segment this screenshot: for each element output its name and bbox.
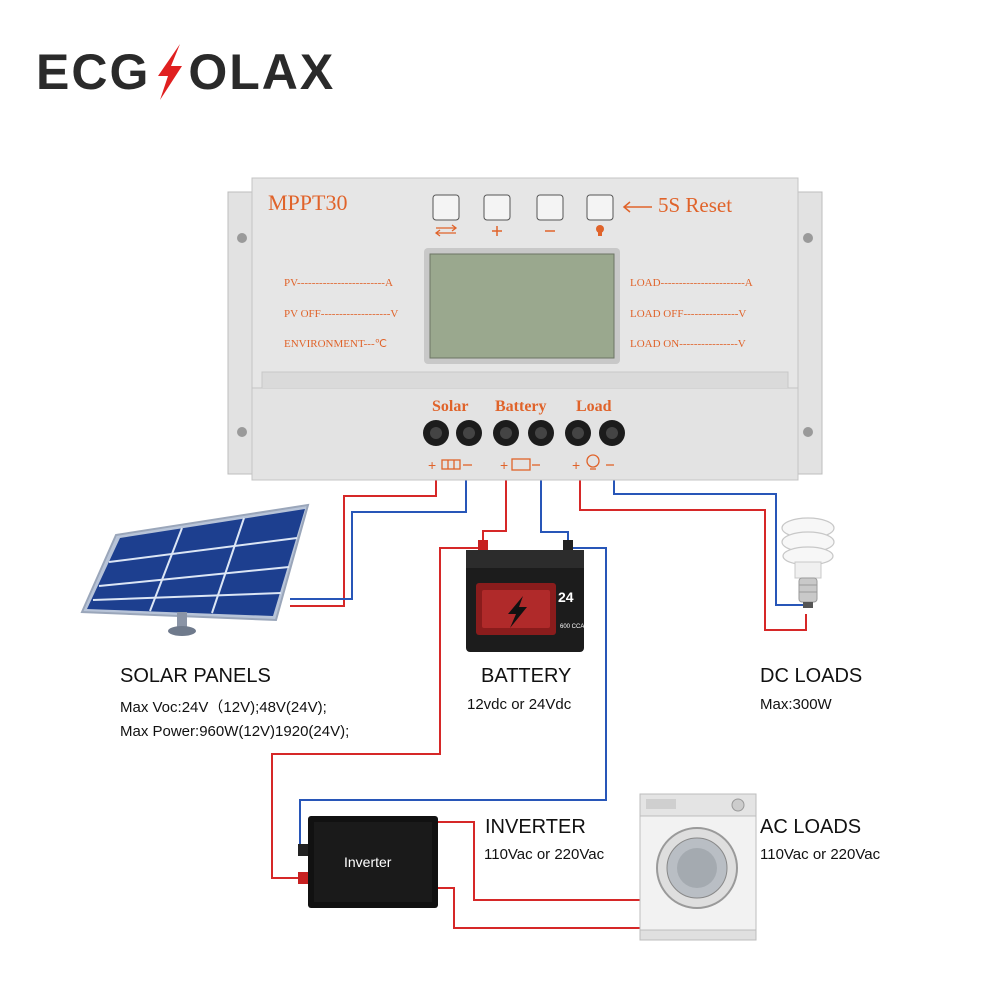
svg-text:+: + <box>572 457 580 473</box>
battery-symbol-icon <box>511 458 531 471</box>
battery-voltage-spec: 12vdc or 24Vdc <box>467 696 572 713</box>
battery-negative-wire <box>540 475 569 543</box>
model-label: MPPT30 <box>268 190 347 215</box>
solar-panel-illustration <box>80 503 310 636</box>
svg-text:+: + <box>500 457 508 473</box>
solar-positive-wire <box>290 475 437 607</box>
battery-terminal-neg <box>563 540 573 552</box>
wires <box>271 475 807 929</box>
solar-negative-wire <box>290 475 467 600</box>
brand-text-part1: ECG <box>36 44 151 100</box>
mppt-controller: MPPT30 5S Reset PV----------------------… <box>227 177 823 481</box>
battery-illustration: 24 600 CCA <box>466 540 584 652</box>
dc-loads-title: DC LOADS <box>760 665 863 687</box>
param-pv: PV------------------------A <box>284 277 393 289</box>
terminal-screws <box>423 420 625 446</box>
solar-panel-icon <box>441 459 461 470</box>
lightning-bolt-icon <box>158 44 183 100</box>
inverter-device-label: Inverter <box>344 854 392 870</box>
plus-button[interactable] <box>483 194 511 221</box>
terminal-label-load: Load <box>576 398 612 415</box>
solar-panel-pole <box>177 612 187 630</box>
washer-knob <box>731 798 745 812</box>
inverter-illustration: Inverter <box>298 816 438 908</box>
battery-title: BATTERY <box>481 665 572 687</box>
ac-wire-2 <box>436 887 640 929</box>
washing-machine-illustration <box>639 793 757 941</box>
reset-label: 5S Reset <box>658 193 732 217</box>
lamp-symbol-icon <box>586 454 600 468</box>
light-button[interactable] <box>586 194 614 221</box>
menu-arrows-icon <box>434 224 458 237</box>
mount-hole <box>237 233 247 243</box>
solar-panels-title: SOLAR PANELS <box>120 665 271 687</box>
bulb-neck <box>794 561 822 579</box>
solar-power-spec: Max Power:960W(12V)1920(24V); <box>120 723 350 740</box>
battery-positive-wire <box>482 475 507 543</box>
solar-voc-spec: Max Voc:24V（12V);48V(24V); <box>120 699 327 716</box>
battery-terminal-pos <box>478 540 488 552</box>
solar-panel-base <box>168 626 196 636</box>
load-positive-wire <box>579 475 807 631</box>
inverter-positive-wire <box>271 547 483 879</box>
param-load-off: LOAD OFF---------------V <box>630 308 746 320</box>
cfl-bulb-illustration <box>781 517 835 608</box>
ac-loads-title: AC LOADS <box>760 816 862 838</box>
minus-button[interactable] <box>536 194 564 221</box>
ac-loads-spec: 110Vac or 220Vac <box>760 846 881 863</box>
plus-icon <box>492 226 502 236</box>
battery-cca: 600 CCA <box>560 624 584 630</box>
mount-hole <box>237 427 247 437</box>
bulb-icon <box>596 225 604 236</box>
inverter-title: INVERTER <box>485 816 586 838</box>
dc-loads-spec: Max:300W <box>760 696 832 713</box>
battery-badge: 24 <box>558 589 574 605</box>
menu-button[interactable] <box>432 194 460 221</box>
brand-logo: ECG OLAX <box>36 44 335 100</box>
param-load-on: LOAD ON----------------V <box>630 338 746 350</box>
battery-lightning-icon <box>508 596 527 628</box>
param-environment: ENVIRONMENT---℃ <box>284 338 387 350</box>
lcd-screen <box>429 253 615 359</box>
terminal-label-solar: Solar <box>432 398 468 415</box>
param-pv-off: PV OFF-------------------V <box>284 308 398 320</box>
bulb-base <box>798 577 818 603</box>
param-load: LOAD-----------------------A <box>630 277 753 289</box>
inverter-spec: 110Vac or 220Vac <box>484 846 605 863</box>
load-negative-wire <box>613 475 806 606</box>
svg-text:+: + <box>428 457 436 473</box>
terminal-label-battery: Battery <box>495 398 547 415</box>
mount-hole <box>803 233 813 243</box>
mount-hole <box>803 427 813 437</box>
brand-text-part2: OLAX <box>188 44 336 100</box>
ac-wire-1 <box>436 821 640 901</box>
controller-terminal-section <box>251 387 799 481</box>
reset-arrow-icon <box>622 201 652 213</box>
polarity-symbols: + + + <box>428 454 614 473</box>
